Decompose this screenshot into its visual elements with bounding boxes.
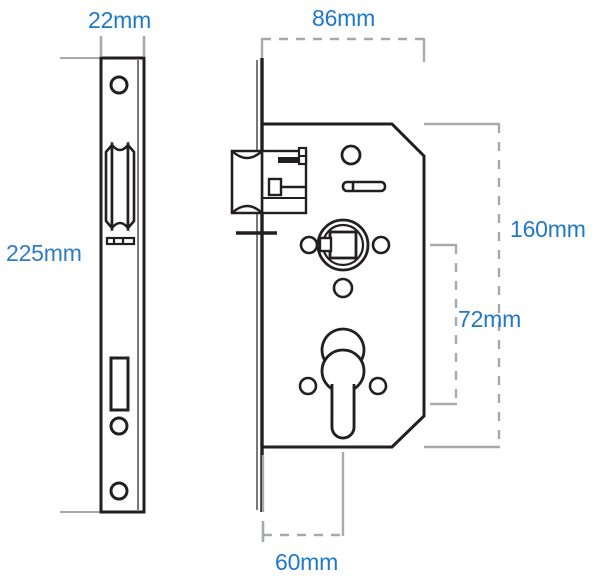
follower-side-hole-right [371, 235, 391, 255]
latch-opening-bolt-face [110, 141, 130, 232]
latch-tail-block [267, 177, 283, 197]
faceplate-bottom-fixing-hole [109, 481, 129, 501]
latch-bolt-body [230, 149, 264, 215]
latch-opening-right-jamb [126, 141, 136, 232]
faceplate-top-fixing-hole [109, 75, 129, 95]
dimension-centres: 72mm [430, 243, 521, 406]
dimension-case-depth: 86mm [260, 5, 426, 62]
dimension-faceplate-length: 225mm [6, 57, 101, 513]
dim-label-60mm: 60mm [275, 549, 338, 575]
dim-label-22mm: 22mm [88, 7, 151, 33]
faceplate-middle-fixing-hole [109, 416, 129, 436]
faceplate-outline [99, 56, 146, 514]
cylinder-side-hole-left [298, 376, 318, 396]
latch-retainer-bar [278, 157, 300, 163]
cylinder-side-hole-right [368, 376, 388, 396]
dimension-case-height: 160mm [424, 122, 586, 449]
dimension-faceplate-width: 22mm [88, 7, 151, 56]
case-slot [341, 180, 387, 193]
dim-label-225mm: 225mm [6, 240, 82, 266]
follower-side-hole-left [299, 235, 319, 255]
spindle-follower-hole [316, 218, 370, 272]
dim-label-86mm: 86mm [312, 5, 375, 31]
case-upper-fixing-hole [340, 144, 362, 166]
dim-label-160mm: 160mm [510, 216, 586, 242]
lock-body-view [230, 58, 426, 512]
case-lower-fixing-hole [332, 277, 354, 299]
latch-bolt-top-curve [231, 150, 263, 160]
dim-label-72mm: 72mm [458, 306, 521, 332]
faceplate-upper-slot [105, 236, 136, 246]
latch-bolt-bottom-curve [231, 204, 263, 214]
faceplate-deadbolt-opening [109, 356, 130, 412]
dimension-backset: 60mm [261, 452, 345, 575]
faceplate-view [99, 56, 146, 514]
euro-cylinder-cam-slot [330, 384, 356, 440]
